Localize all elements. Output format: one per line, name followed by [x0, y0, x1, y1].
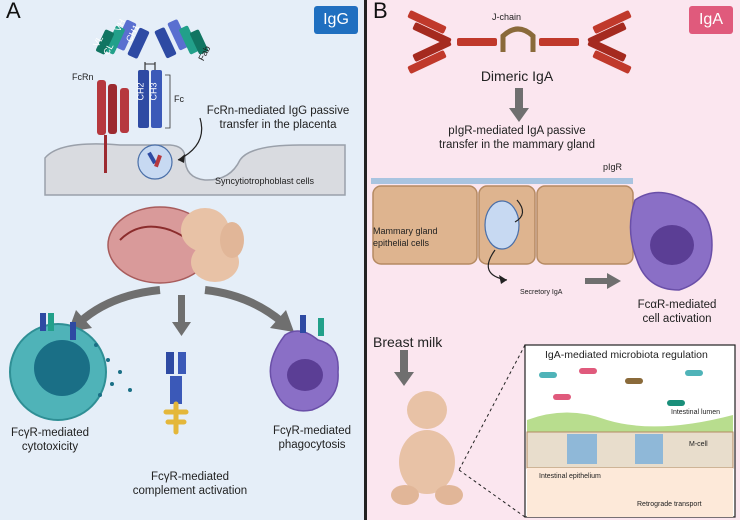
- mammary-line2: epithelial cells: [373, 238, 430, 248]
- mammary-line1: Mammary gland: [373, 226, 438, 236]
- igg-badge: IgG: [314, 6, 358, 34]
- cytotoxicity-line2: cytotoxicity: [21, 441, 79, 453]
- syncytiotrophoblast-label: Syncytiotrophoblast cells: [215, 176, 315, 186]
- phagocyte-cell: [269, 315, 339, 412]
- intestinal-lumen-bacteria: [527, 368, 733, 432]
- fcar-line2: cell activation: [642, 313, 712, 325]
- endosome-vesicle: [137, 144, 173, 180]
- igg-on-target: [40, 313, 76, 340]
- panel-b-graphics: [371, 10, 736, 518]
- intestinal-epithelium: [526, 431, 734, 517]
- panel-b-iga: B IgA J-chain Dimeric IgA pIgR-mediated …: [367, 0, 740, 520]
- fcar-line1: FcαR-mediated: [637, 299, 717, 311]
- panel-divider: [364, 0, 367, 520]
- breast-milk-label: Breast milk: [373, 334, 443, 350]
- fcrn-transfer-line1: FcRn-mediated IgG passive: [206, 105, 350, 117]
- dimeric-iga: [407, 10, 632, 74]
- label-ch2: CH2: [135, 82, 146, 101]
- pigr-transfer-line2: transfer in the mammary gland: [439, 139, 595, 151]
- panel-a-graphics: [9, 19, 346, 435]
- m-cell-label: M-cell: [689, 441, 708, 448]
- panel-a-letter: A: [6, 0, 21, 23]
- pigr-transfer-line1: pIgR-mediated IgA passive: [448, 125, 586, 137]
- retrograde-transport-label: Retrograde transport: [637, 501, 702, 508]
- dimeric-iga-label: Dimeric IgA: [480, 68, 554, 84]
- iga-badge: IgA: [689, 6, 733, 34]
- label-fc: Fc: [174, 94, 184, 104]
- microbiota-title: IgA-mediated microbiota regulation: [545, 349, 708, 361]
- intestinal-epithelium-label: Intestinal epithelium: [539, 473, 601, 480]
- j-chain: [500, 26, 536, 52]
- target-cell-cytotoxicity: [9, 323, 132, 421]
- phagocytosis-line2: phagocytosis: [278, 439, 346, 451]
- intestinal-lumen-label: Intestinal lumen: [671, 409, 721, 416]
- complement-complex: [163, 352, 189, 435]
- phagocytosis-line1: FcγR-mediated: [273, 425, 351, 437]
- label-fcrn: FcRn: [72, 72, 94, 82]
- cytotoxicity-line1: FcγR-mediated: [11, 427, 89, 439]
- baby-illustration: [391, 391, 463, 505]
- arrow-down: [178, 295, 185, 323]
- fcar-cell: [629, 191, 713, 291]
- placenta-fetus-illustration: [107, 206, 244, 284]
- mammary-epithelial-cells: [372, 185, 634, 265]
- complement-line1: FcγR-mediated: [151, 471, 229, 483]
- igg-antibody-diagram: [96, 19, 208, 128]
- fcrn-receptor: [97, 80, 129, 173]
- j-chain-label: J-chain: [492, 12, 522, 22]
- fcrn-transfer-line2: transfer in the placenta: [219, 119, 337, 131]
- arrow-left: [77, 286, 161, 326]
- pigr-label: pIgR: [603, 162, 623, 172]
- syncytiotrophoblast-layer: [44, 143, 346, 196]
- label-ch3: CH3: [148, 82, 159, 101]
- arrow-right: [204, 286, 285, 326]
- panel-a-igg: A IgG VH CH1 VL CL CH2 CH3 Fab Fc FcRn F…: [0, 0, 365, 520]
- panel-b-letter: B: [373, 0, 388, 23]
- complement-line2: complement activation: [132, 485, 248, 497]
- secretory-iga-label: Secretory IgA: [520, 289, 563, 296]
